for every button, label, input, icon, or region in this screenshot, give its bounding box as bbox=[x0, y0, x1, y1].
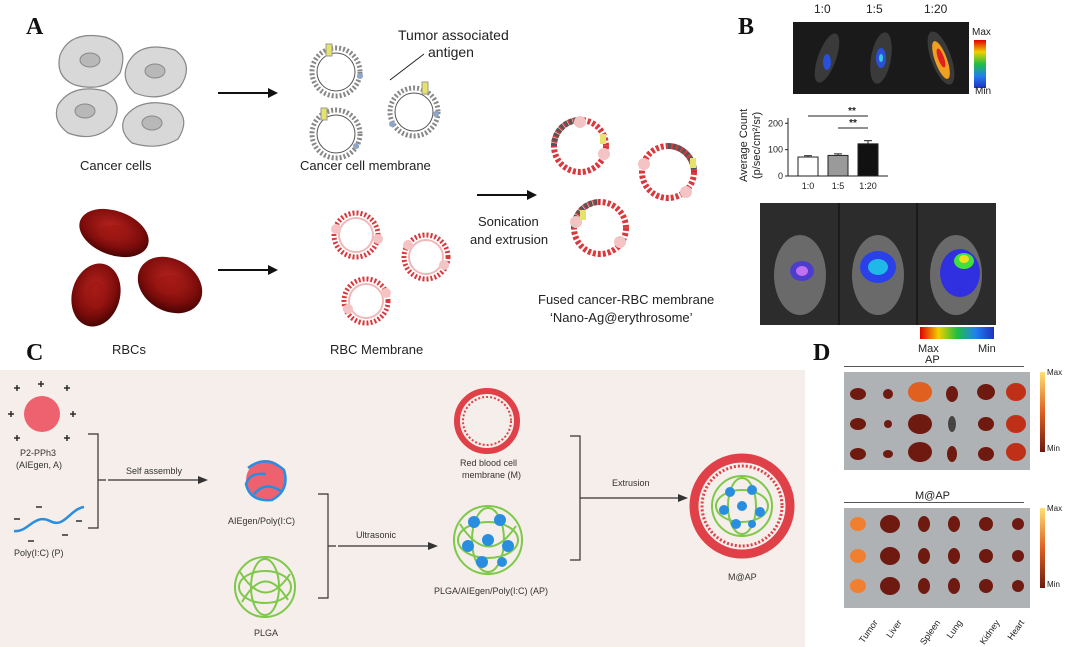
fused-membrane-illustration bbox=[551, 116, 697, 257]
scale-max-label: Max bbox=[972, 27, 991, 38]
color-scale-bar bbox=[974, 40, 986, 88]
y-axis-label: Average Count (p/sec/cm²/sr) bbox=[738, 100, 794, 182]
sonication-label-2: and extrusion bbox=[470, 232, 549, 247]
in-vivo-image bbox=[760, 203, 996, 325]
y-tick-label: 100 bbox=[768, 145, 783, 155]
arrow-a3 bbox=[477, 190, 537, 200]
map-organ-image bbox=[844, 508, 1030, 608]
organ-label-lung: Lung bbox=[944, 618, 965, 641]
ap-scale-max: Max bbox=[1047, 368, 1063, 377]
fused-label-2: ‘Nano-Ag@erythrosome’ bbox=[550, 310, 693, 325]
x-tick-label: 1:0 bbox=[802, 181, 815, 191]
arrow-c3 bbox=[588, 494, 688, 502]
significance-mark-2: ** bbox=[849, 118, 857, 129]
ratio-label-3: 1:20 bbox=[924, 2, 948, 16]
ratio-label-1: 1:0 bbox=[814, 2, 831, 16]
ex-vivo-image bbox=[793, 22, 969, 94]
extrusion-label: Extrusion bbox=[612, 478, 650, 488]
p2-label: P2-PPh3 bbox=[20, 448, 57, 458]
fused-label-1: Fused cancer-RBC membrane bbox=[538, 292, 715, 307]
ultrasonic-label: Ultrasonic bbox=[356, 530, 397, 540]
bottom-scale-min: Min bbox=[978, 343, 996, 355]
aiegen-label: (AIEgen, A) bbox=[16, 460, 63, 470]
map-scale-min: Min bbox=[1047, 580, 1060, 589]
panel-c-letter: C bbox=[26, 340, 44, 366]
group-ap-label: AP bbox=[925, 354, 940, 366]
arrow-a1 bbox=[218, 88, 278, 98]
bracket-3 bbox=[570, 435, 588, 561]
panel-a-letter: A bbox=[26, 14, 44, 40]
scale-min-label: Min bbox=[975, 86, 992, 97]
arrow-c1 bbox=[108, 476, 208, 484]
antigen-pointer bbox=[389, 53, 425, 81]
cancer-cells-illustration bbox=[55, 34, 187, 147]
aiegen-polyic-label: AIEgen/Poly(I:C) bbox=[228, 516, 296, 526]
aiegen-polyic-particle bbox=[244, 460, 287, 502]
panel-b-letter: B bbox=[738, 14, 755, 40]
cancer-membrane-illustration bbox=[309, 43, 441, 161]
bar-1-20 bbox=[857, 143, 879, 177]
y-tick-label: 200 bbox=[768, 118, 783, 128]
map-label: M@AP bbox=[728, 572, 757, 582]
rbc-membrane-label: RBC Membrane bbox=[330, 342, 424, 357]
organ-label-heart: Heart bbox=[1005, 618, 1027, 642]
plga-ap-label: PLGA/AIEgen/Poly(I:C) (AP) bbox=[434, 586, 549, 596]
group-map-line bbox=[844, 502, 1024, 503]
cancer-cells-label: Cancer cells bbox=[80, 158, 152, 173]
group-ap-line bbox=[844, 366, 1024, 367]
ap-scale-bar bbox=[1040, 372, 1045, 452]
organ-label-liver: Liver bbox=[884, 618, 904, 640]
bottom-color-scale bbox=[920, 327, 994, 339]
polyic-strand bbox=[13, 505, 85, 542]
rbc-membrane-illustration bbox=[331, 210, 451, 326]
arrow-a2 bbox=[218, 265, 278, 275]
ap-scale-min: Min bbox=[1047, 444, 1060, 453]
group-map-label: M@AP bbox=[915, 490, 951, 502]
tumor-antigen-label-1: Tumor associated bbox=[398, 27, 509, 43]
bar-chart: 0 100 200 1:0 1:5 1:20 **** bbox=[768, 106, 888, 191]
x-tick-label: 1:5 bbox=[832, 181, 845, 191]
bar-1-5 bbox=[827, 154, 849, 177]
rbc-membrane-c-label-1: Red blood cell bbox=[460, 458, 518, 468]
ap-organ-image bbox=[844, 372, 1030, 470]
bracket-2 bbox=[318, 493, 336, 599]
bracket-1 bbox=[88, 433, 106, 529]
self-assembly-label: Self assembly bbox=[126, 466, 183, 476]
map-scale-max: Max bbox=[1047, 504, 1063, 513]
organ-label-spleen: Spleen bbox=[917, 618, 943, 647]
bottom-scale-max: Max bbox=[918, 343, 939, 355]
x-tick-label: 1:20 bbox=[859, 181, 877, 191]
ratio-label-2: 1:5 bbox=[866, 2, 883, 16]
map-scale-bar bbox=[1040, 508, 1045, 588]
plga-label: PLGA bbox=[254, 628, 279, 638]
y-axis-title: Average Count (p/sec/cm²/sr) bbox=[738, 108, 763, 182]
organ-label-tumor: Tumor bbox=[856, 618, 880, 645]
arrow-c2 bbox=[338, 542, 438, 550]
polyic-label: Poly(I:C) (P) bbox=[14, 548, 64, 558]
aiegen-particle bbox=[8, 381, 76, 441]
significance-mark-1: ** bbox=[848, 106, 856, 117]
tumor-antigen-label-2: antigen bbox=[428, 44, 474, 60]
bar-1-0 bbox=[797, 156, 819, 177]
sonication-label-1: Sonication bbox=[478, 214, 539, 229]
map-particle bbox=[689, 453, 795, 559]
rbc-membrane-c-label-2: membrane (M) bbox=[462, 470, 522, 480]
plga-particle bbox=[234, 556, 296, 618]
rbcs-label: RBCs bbox=[112, 342, 146, 357]
organ-label-kidney: Kidney bbox=[977, 618, 1002, 647]
rbc-membrane-ring bbox=[454, 388, 520, 454]
y-tick-label: 0 bbox=[778, 171, 783, 181]
plga-ap-particle bbox=[453, 505, 523, 575]
panel-c-background bbox=[0, 370, 805, 647]
cancer-membrane-label: Cancer cell membrane bbox=[300, 158, 431, 173]
rbc-illustration bbox=[71, 208, 203, 327]
panel-d-letter: D bbox=[813, 340, 831, 366]
